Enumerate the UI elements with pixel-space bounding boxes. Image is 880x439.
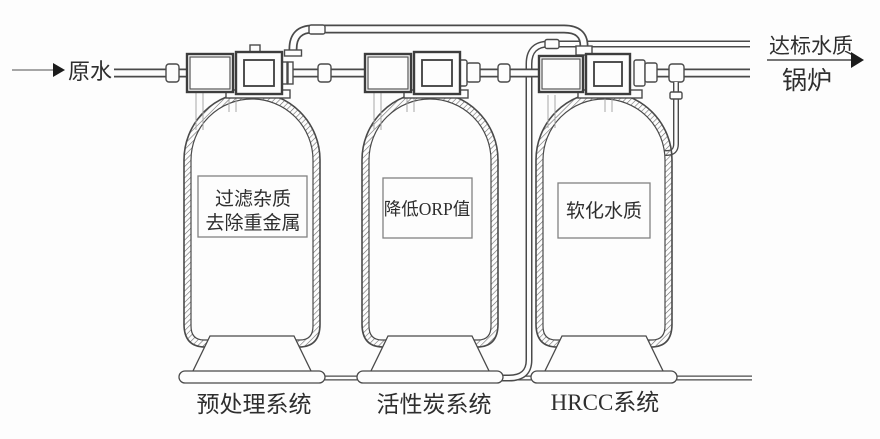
pipe-coupling: [497, 63, 511, 83]
tank-function-label-line2: 去除重金属: [205, 212, 300, 234]
reducer-large: [633, 59, 646, 87]
tank-function-label-box: [197, 175, 308, 238]
output-annotation: 达标水质 锅炉: [767, 34, 864, 95]
upper-output-pipe: [498, 38, 750, 382]
pipe-coupling: [317, 63, 332, 83]
transfer-pipe-2-3: [455, 59, 540, 87]
system-label-pretreatment: 预处理系统: [197, 392, 312, 417]
pipe-sleeve: [308, 24, 326, 35]
valve-display-screen: [593, 61, 623, 87]
raw-water-arrow-icon: [53, 63, 65, 77]
tank-skirt: [542, 335, 666, 374]
tank-function-label-box: [382, 177, 473, 239]
raw-water-annotation: 原水: [12, 59, 112, 84]
tank-function-label-line1: 过滤杂质: [215, 188, 291, 210]
valve-display-screen: [243, 59, 275, 87]
tank-hrcc: 软化水质 HRCC系统: [530, 45, 678, 415]
valve-body: [537, 54, 585, 94]
output-flow-arrow-icon: [851, 52, 864, 68]
outlet-pipe: [633, 59, 750, 87]
pipe-coupling: [668, 63, 685, 83]
tank-pretreatment: 过滤杂质 去除重金属 预处理系统: [178, 44, 326, 417]
valve-display-screen: [421, 59, 453, 87]
tank-base-plate: [178, 370, 326, 384]
control-valve-2: [363, 50, 469, 99]
tank-activated-carbon: 降低ORP值 活性炭系统: [356, 50, 504, 417]
reducer-small: [466, 62, 481, 83]
top-bypass-pipe: [283, 24, 589, 57]
riser-flange: [283, 49, 303, 57]
drain-collar: [669, 91, 683, 100]
transfer-pipe-1-2: [281, 61, 366, 85]
pipe-coupling: [165, 63, 180, 83]
boiler-label: 锅炉: [782, 67, 832, 95]
reducer-small: [644, 62, 658, 83]
system-label-hrcc: HRCC系统: [551, 390, 660, 415]
output-quality-label: 达标水质: [769, 34, 853, 58]
internal-riser-tubes: [547, 95, 613, 128]
control-valve-1: [185, 44, 291, 99]
internal-riser-tubes: [373, 93, 415, 130]
tank-skirt: [190, 335, 314, 374]
valve-body: [363, 52, 413, 94]
raw-water-label: 原水: [68, 59, 112, 84]
tank-skirt: [368, 335, 492, 374]
flange: [287, 61, 294, 85]
tank-function-label: 软化水质: [566, 200, 642, 222]
feed-pipe: [114, 63, 188, 83]
system-label-activated-carbon: 活性炭系统: [377, 392, 492, 417]
tank-base-plate: [530, 370, 678, 384]
internal-riser-tubes: [195, 93, 237, 130]
tank-function-label: 降低ORP值: [384, 199, 471, 219]
valve-body: [185, 52, 235, 94]
tank-base-plate: [356, 370, 504, 384]
pipe-collar: [544, 38, 560, 50]
control-valve-3: [537, 45, 643, 99]
tank-function-label-box: [557, 182, 651, 239]
